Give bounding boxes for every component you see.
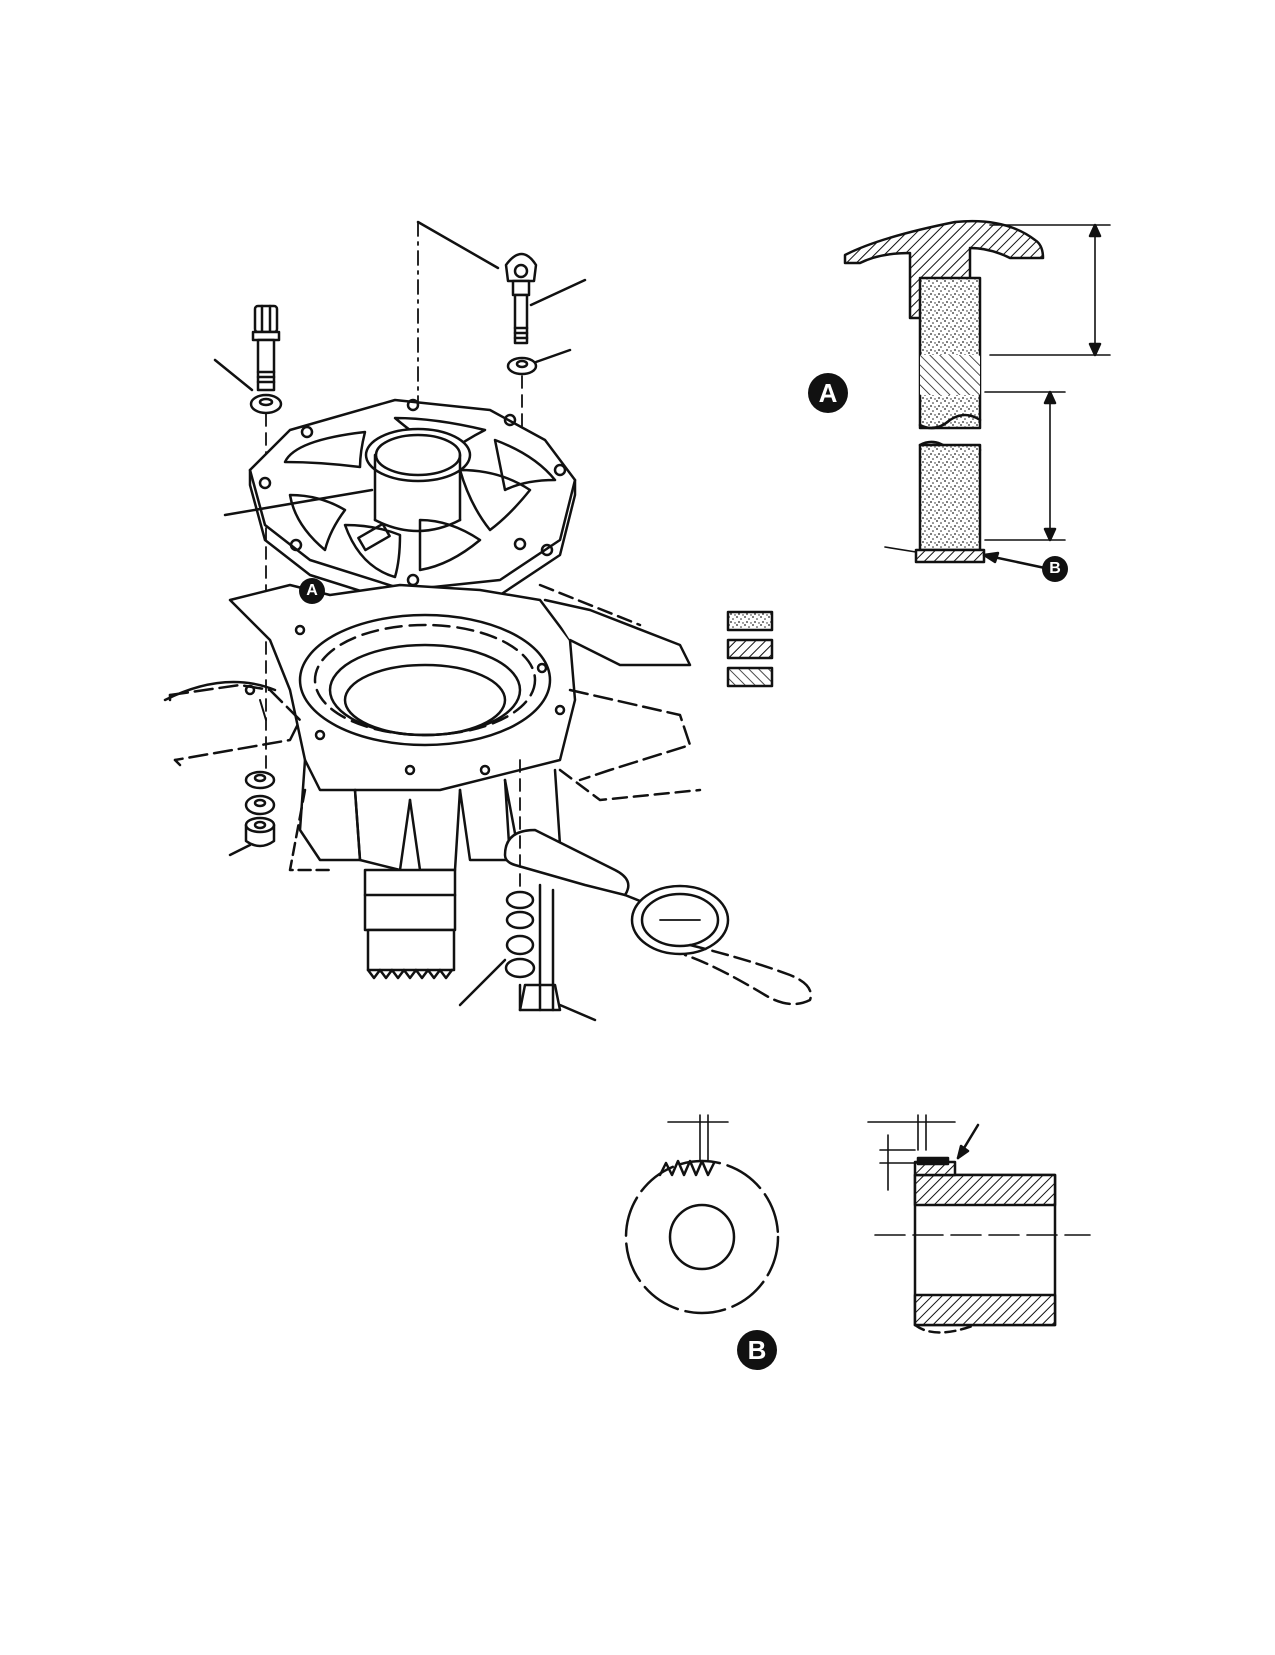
stipple-swatch-icon: [726, 610, 774, 632]
bolt-top-left: [213, 304, 283, 771]
diagonal-hatch-swatch-icon: [726, 638, 774, 660]
callout-a-detail: A: [808, 373, 848, 413]
transmission-housing: [163, 583, 702, 980]
torque-wrench-assembly: [458, 759, 813, 1022]
legend: [726, 610, 774, 688]
callout-b-detail: B: [737, 1330, 777, 1370]
detail-b-spline-views: [624, 1114, 1091, 1334]
callout-a-main: A: [299, 578, 325, 604]
reverse-hatch-swatch-icon: [726, 666, 774, 688]
cover-plate: [223, 398, 577, 607]
detail-a-section: [843, 219, 1111, 570]
callout-b-small: B: [1042, 556, 1068, 582]
nut-stack-left: [228, 770, 276, 857]
lifting-eye-bolt: [504, 252, 587, 556]
